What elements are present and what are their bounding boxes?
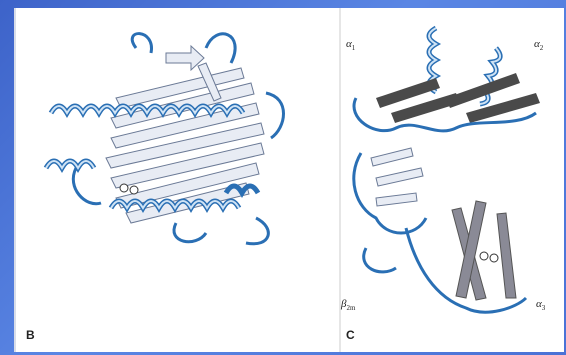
panel-b-label: B: [26, 328, 35, 342]
protein-structures-illustration: [16, 8, 564, 352]
panel-c-structure: [354, 28, 540, 312]
alpha3-label: α3: [536, 298, 545, 312]
figure-frame: B C α1 α2 α3 β2m: [14, 8, 564, 352]
panel-c-label: C: [346, 328, 355, 342]
beta2m-label: β2m: [341, 298, 355, 312]
alpha2-label: α2: [534, 38, 543, 52]
alpha1-label: α1: [346, 38, 355, 52]
panel-b-structure: [46, 34, 284, 244]
